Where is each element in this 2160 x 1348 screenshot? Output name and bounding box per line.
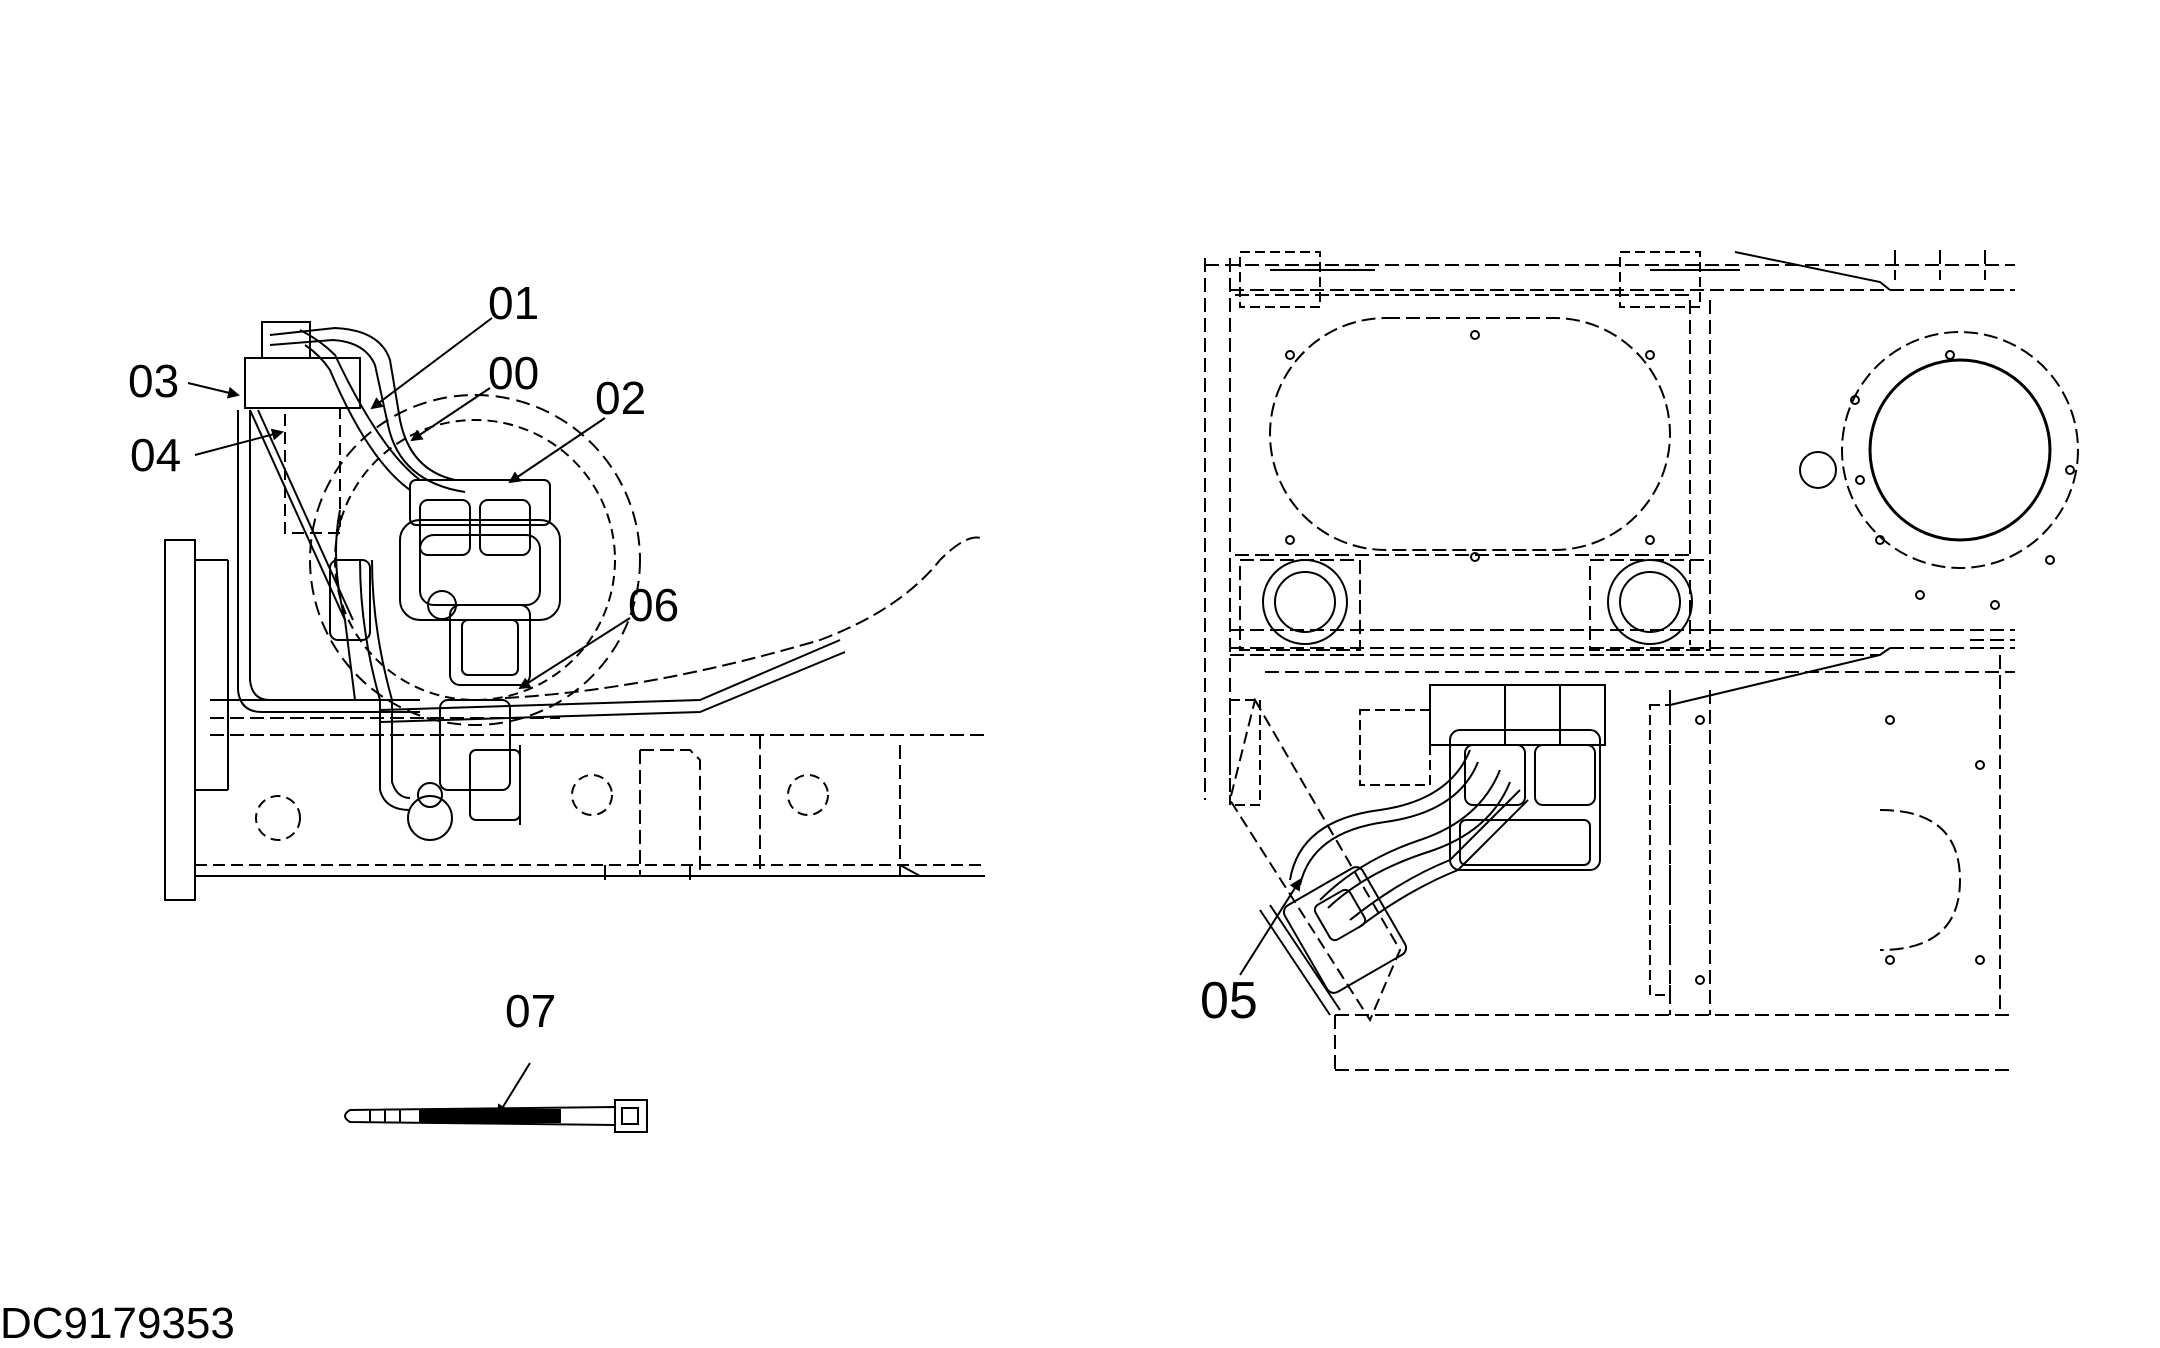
leader-00 xyxy=(410,388,490,442)
right-frame xyxy=(1205,250,2015,1070)
callout-00: 00 xyxy=(488,347,540,399)
callout-01: 01 xyxy=(488,277,540,329)
right-details xyxy=(1230,252,2078,1020)
drawing-code: DC9179353 xyxy=(0,1299,235,1348)
callout-05: 05 xyxy=(1200,972,1258,1030)
cable-tie xyxy=(345,1100,647,1132)
callout-04: 04 xyxy=(130,429,182,481)
leader-04 xyxy=(195,428,284,455)
callout-03: 03 xyxy=(128,355,180,407)
left-view xyxy=(165,318,985,1132)
callout-02: 02 xyxy=(595,372,647,424)
pump-assembly xyxy=(245,322,640,825)
leader-03 xyxy=(188,383,240,399)
left-leaders xyxy=(188,318,630,1117)
callout-07: 07 xyxy=(505,985,557,1037)
leader-07 xyxy=(496,1063,530,1117)
leader-05 xyxy=(1240,878,1302,975)
leader-01 xyxy=(370,318,492,410)
left-hoses xyxy=(238,328,465,810)
leader-06 xyxy=(518,618,630,690)
right-view xyxy=(1205,250,2078,1070)
callout-06: 06 xyxy=(628,579,680,631)
left-frame xyxy=(165,538,985,901)
leader-02 xyxy=(508,418,605,484)
